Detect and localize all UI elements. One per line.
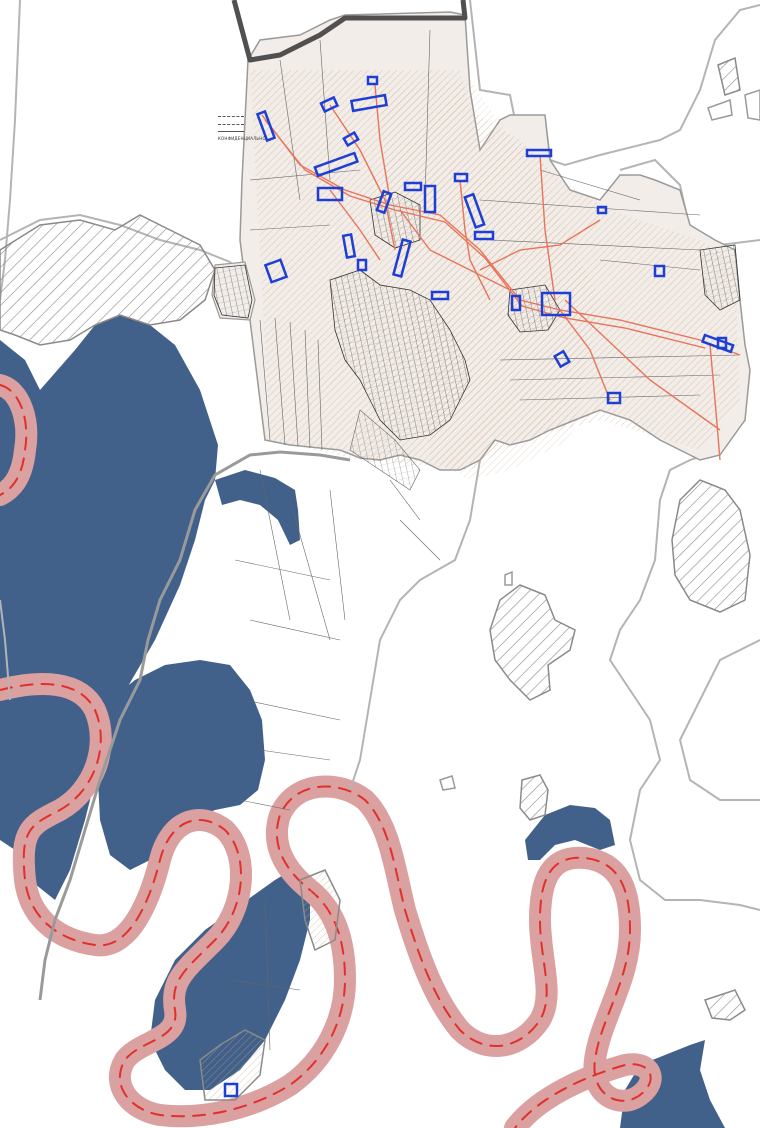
facility-marker[interactable]	[342, 130, 360, 148]
hatched-zone-east-3	[519, 774, 549, 821]
water-body-south	[150, 865, 310, 1090]
river-centerline	[0, 384, 652, 1128]
water-body-oxbow	[98, 660, 265, 870]
water-body-east-1	[525, 805, 615, 860]
outline-shape	[504, 570, 513, 586]
facility-marker[interactable]	[255, 109, 277, 143]
facility-marker[interactable]	[540, 291, 572, 317]
boundary-river-road	[38, 450, 351, 1001]
pipeline-branch-4	[539, 154, 556, 301]
hatched-zone-east-2	[489, 584, 576, 701]
facility-marker[interactable]	[375, 189, 393, 215]
outline-shape	[439, 775, 456, 791]
parcel-cluster-west	[213, 264, 253, 319]
legend-line-1	[218, 116, 244, 117]
outline-shape	[707, 98, 733, 121]
pipeline-branch-1	[329, 104, 396, 251]
pipeline-branch-2	[374, 84, 391, 201]
hatched-zone-northeast	[717, 56, 741, 96]
legend-line-3	[218, 131, 244, 132]
pipeline-branch-7	[709, 344, 721, 461]
parcel-cluster-south	[349, 409, 421, 491]
facility-marker[interactable]	[316, 186, 344, 202]
facility-marker[interactable]	[391, 238, 413, 278]
facility-marker[interactable]	[430, 290, 450, 301]
legend-line-2	[218, 124, 244, 125]
settlement-area	[211, 11, 751, 480]
outer-boundary	[231, 0, 468, 63]
water-body-channel	[215, 470, 300, 545]
facility-marker[interactable]	[403, 181, 423, 192]
pipelines	[261, 84, 741, 461]
minor-outlines	[439, 89, 760, 791]
boundary-east-2	[608, 419, 760, 911]
parcel-field-lines	[229, 29, 741, 1051]
facility-marker[interactable]	[366, 75, 379, 86]
pipeline-branch-3	[459, 179, 491, 301]
pipeline-branch-6	[564, 299, 721, 431]
land-parcels	[213, 29, 741, 1051]
pipeline-branch-8	[399, 209, 511, 291]
facility-marker[interactable]	[356, 258, 368, 272]
pipeline-branch-5	[559, 309, 611, 401]
pipeline-branch-10	[479, 219, 601, 271]
pipeline-main-2	[264, 119, 706, 349]
facility-marker[interactable]	[552, 349, 572, 369]
hatched-zone-east-1	[671, 479, 751, 613]
facility-marker[interactable]	[596, 205, 608, 215]
facility-marker[interactable]	[319, 95, 340, 114]
facility-marker[interactable]	[510, 294, 522, 312]
facility-marker[interactable]	[313, 151, 360, 178]
facility-marker[interactable]	[263, 258, 289, 284]
hatched-zone-south-2	[299, 869, 341, 952]
legend-caption: КОНФИДЕНЦИАЛЬНО	[218, 136, 266, 141]
water-body-west	[0, 315, 218, 900]
facility-markers[interactable]	[223, 75, 735, 1098]
map-legend: КОНФИДЕНЦИАЛЬНО	[218, 110, 266, 144]
hatched-zone-northwest	[0, 214, 216, 346]
facility-marker[interactable]	[453, 172, 469, 183]
facility-marker[interactable]	[606, 391, 622, 405]
hatched-zone-east-4	[704, 989, 746, 1021]
pipeline-main-1	[261, 114, 741, 356]
hatched-zones	[0, 56, 751, 1101]
water-body-east-2	[620, 1040, 725, 1128]
boundary-east-3	[678, 639, 760, 801]
parcel-cluster-center	[329, 269, 471, 441]
outer-boundary-line	[231, 0, 468, 63]
facility-marker[interactable]	[653, 264, 666, 278]
outline-shape	[744, 89, 760, 121]
water-bodies	[0, 315, 725, 1128]
facility-marker[interactable]	[341, 233, 357, 259]
pipeline-branch-9	[329, 189, 381, 261]
hatched-zone-south	[199, 1029, 266, 1101]
facility-marker[interactable]	[716, 336, 728, 350]
boundary-north-east	[469, 0, 760, 167]
facility-marker[interactable]	[473, 230, 495, 241]
boundary-west-2	[0, 599, 11, 701]
parcel-cluster-east	[699, 244, 741, 311]
facility-marker[interactable]	[423, 184, 437, 214]
facility-marker[interactable]	[463, 192, 486, 230]
facility-marker[interactable]	[525, 148, 553, 158]
facility-marker[interactable]	[349, 93, 389, 113]
boundary-central-east	[349, 459, 481, 791]
facility-marker[interactable]	[223, 1082, 239, 1098]
river	[0, 374, 662, 1128]
